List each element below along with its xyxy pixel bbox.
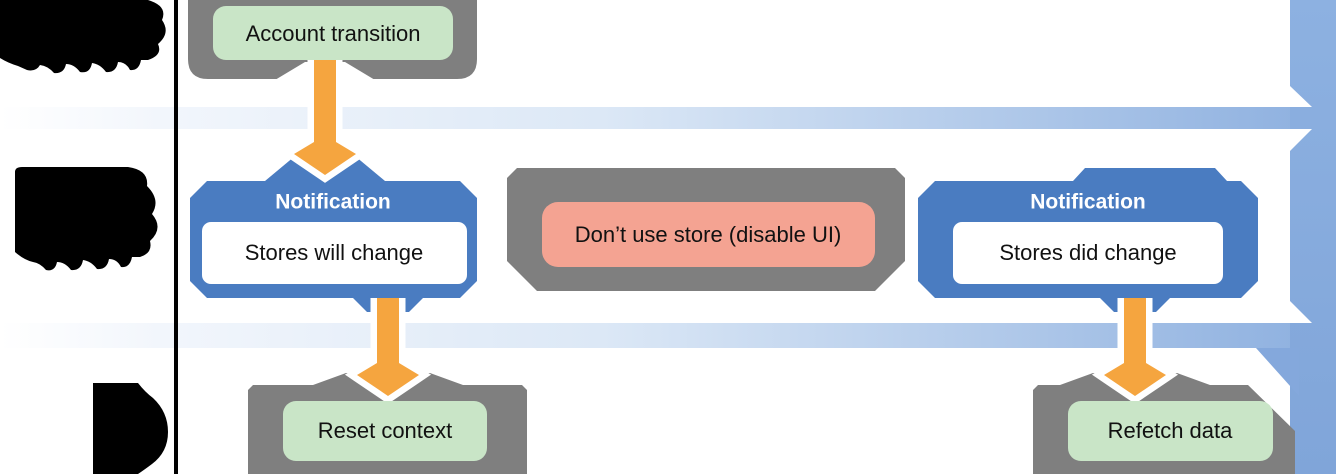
arrows — [294, 50, 1166, 396]
left-label-blob-3 — [93, 383, 168, 474]
left-label-blob-2 — [15, 167, 158, 271]
stores-did-change-node — [953, 222, 1223, 284]
stores-will-change-label: Stores will change — [244, 239, 424, 265]
reset-context-label: Reset context — [317, 417, 453, 443]
dont-use-store-node — [542, 202, 875, 267]
stores-will-change-node — [202, 222, 467, 284]
lane-divider-line — [174, 0, 178, 474]
stores-did-change-label: Stores did change — [999, 239, 1177, 265]
arrow-cap-patch — [1117, 283, 1153, 298]
left-label-blob-1 — [0, 0, 166, 74]
notification-left-title: Notification — [275, 190, 391, 214]
band-junction-notch — [1290, 129, 1312, 151]
account-transition-label: Account transition — [245, 20, 421, 46]
arrow-notification-to-refetch — [1104, 290, 1166, 396]
notification-right-title: Notification — [1030, 190, 1146, 214]
refetch-data-node — [1068, 401, 1273, 461]
lane-band-top — [0, 107, 1336, 129]
dont-use-store-label: Don’t use store (disable UI) — [574, 221, 842, 247]
reset-context-node — [283, 401, 487, 461]
refetch-data-label: Refetch data — [1107, 417, 1233, 443]
arrow-notification-to-reset — [357, 290, 419, 396]
arrow-cap-patch — [370, 283, 406, 298]
band-downturn-wedge — [1256, 348, 1299, 396]
account-transition-node — [213, 6, 453, 60]
band-junction-notch — [1290, 86, 1312, 107]
right-flow-band — [1290, 0, 1336, 474]
lane-band-bottom — [0, 323, 1336, 348]
arrow-account-to-notification — [294, 50, 356, 175]
band-junction-notch — [1290, 301, 1312, 323]
